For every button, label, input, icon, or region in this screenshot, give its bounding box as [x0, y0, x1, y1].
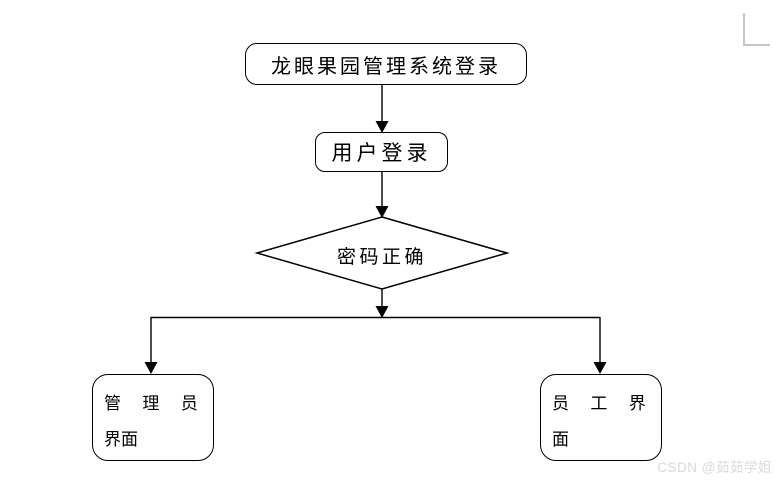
arrowhead-icon	[593, 362, 607, 374]
node-system-login: 龙眼果园管理系统登录	[245, 43, 527, 85]
csdn-watermark: CSDN @茹茹学姐	[657, 460, 772, 475]
node-system-login-label: 龙眼果园管理系统登录	[271, 53, 501, 78]
node-staff-interface: 员 工 界 面	[540, 374, 662, 461]
node-staff-interface-label-line1: 员 工 界	[552, 393, 647, 414]
node-admin-interface: 管 理 员 界面	[92, 374, 214, 461]
node-staff-interface-label-line2: 面	[552, 429, 569, 450]
arrowhead-icon	[375, 121, 389, 133]
arrowhead-icon	[144, 362, 158, 374]
arrowhead-icon	[375, 206, 389, 218]
node-admin-interface-label-line2: 界面	[104, 429, 138, 450]
node-password-correct-label: 密码正确	[336, 246, 427, 268]
node-user-login-label: 用户登录	[331, 141, 432, 165]
corner-bracket-mark	[743, 13, 770, 46]
node-user-login: 用户登录	[315, 132, 448, 172]
node-admin-interface-label-line1: 管 理 员	[104, 393, 199, 414]
arrowhead-icon	[375, 306, 389, 318]
